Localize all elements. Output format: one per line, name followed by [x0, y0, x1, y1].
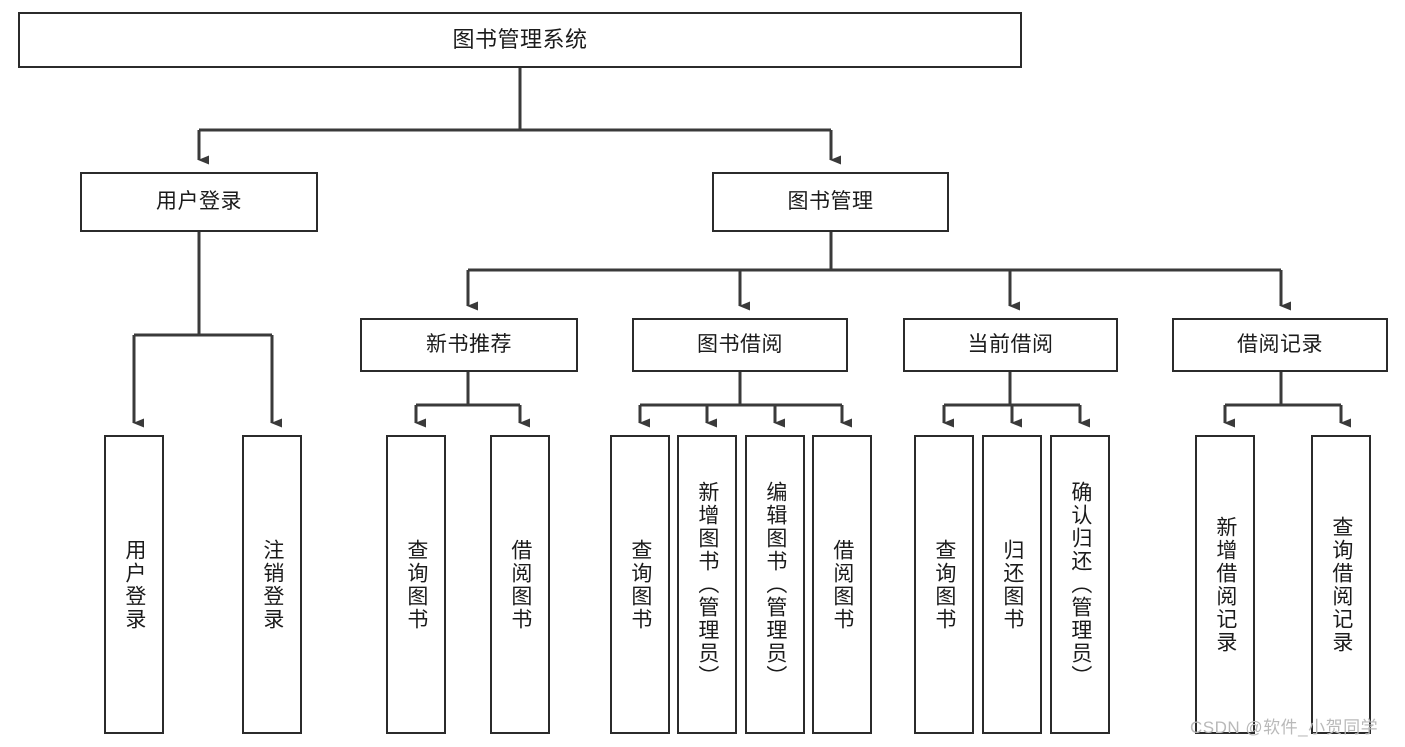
leaf-book-borrow-edit-book[interactable]: 编辑图书（管理员） — [745, 435, 805, 734]
node-label: 编辑图书（管理员） — [763, 481, 787, 688]
node-user-login[interactable]: 用户登录 — [80, 172, 318, 232]
leaf-current-borrow-return-book[interactable]: 归还图书 — [982, 435, 1042, 734]
node-label: 归还图书 — [1000, 538, 1024, 631]
node-label: 查询图书 — [628, 538, 652, 631]
node-label: 新增借阅记录 — [1213, 515, 1237, 654]
leaf-user-login-logout[interactable]: 注销登录 — [242, 435, 302, 734]
node-label: 用户登录 — [156, 190, 242, 214]
leaf-current-borrow-confirm-return[interactable]: 确认归还（管理员） — [1050, 435, 1110, 734]
node-label: 新增图书（管理员） — [695, 481, 719, 688]
leaf-book-borrow-borrow-book[interactable]: 借阅图书 — [812, 435, 872, 734]
node-current-borrow[interactable]: 当前借阅 — [903, 318, 1118, 372]
node-label: 借阅图书 — [830, 538, 854, 631]
watermark-text: CSDN @软件_小贺同学 — [1190, 718, 1379, 737]
node-book-management[interactable]: 图书管理 — [712, 172, 949, 232]
node-label: 图书借阅 — [697, 333, 783, 357]
node-label: 注销登录 — [260, 538, 284, 631]
node-label: 新书推荐 — [426, 333, 512, 357]
node-book-borrow[interactable]: 图书借阅 — [632, 318, 848, 372]
node-label: 查询借阅记录 — [1329, 515, 1353, 654]
node-label: 查询图书 — [404, 538, 428, 631]
node-label: 图书管理 — [787, 190, 874, 214]
node-label: 确认归还（管理员） — [1068, 481, 1092, 688]
node-borrow-record[interactable]: 借阅记录 — [1172, 318, 1388, 372]
node-label: 当前借阅 — [967, 333, 1054, 357]
node-root-system[interactable]: 图书管理系统 — [18, 12, 1022, 68]
node-label: 图书管理系统 — [452, 26, 588, 52]
node-label: 用户登录 — [122, 538, 146, 631]
leaf-borrow-record-query-record[interactable]: 查询借阅记录 — [1311, 435, 1371, 734]
leaf-current-borrow-query-book[interactable]: 查询图书 — [914, 435, 974, 734]
node-label: 借阅图书 — [508, 538, 532, 631]
leaf-borrow-record-add-record[interactable]: 新增借阅记录 — [1195, 435, 1255, 734]
leaf-book-borrow-query-book[interactable]: 查询图书 — [610, 435, 670, 734]
node-new-book-recommend[interactable]: 新书推荐 — [360, 318, 578, 372]
leaf-book-borrow-add-book[interactable]: 新增图书（管理员） — [677, 435, 737, 734]
leaf-user-login-login[interactable]: 用户登录 — [104, 435, 164, 734]
leaf-new-book-query-book[interactable]: 查询图书 — [386, 435, 446, 734]
leaf-new-book-borrow-book[interactable]: 借阅图书 — [490, 435, 550, 734]
node-label: 借阅记录 — [1237, 333, 1323, 357]
node-label: 查询图书 — [932, 538, 956, 631]
